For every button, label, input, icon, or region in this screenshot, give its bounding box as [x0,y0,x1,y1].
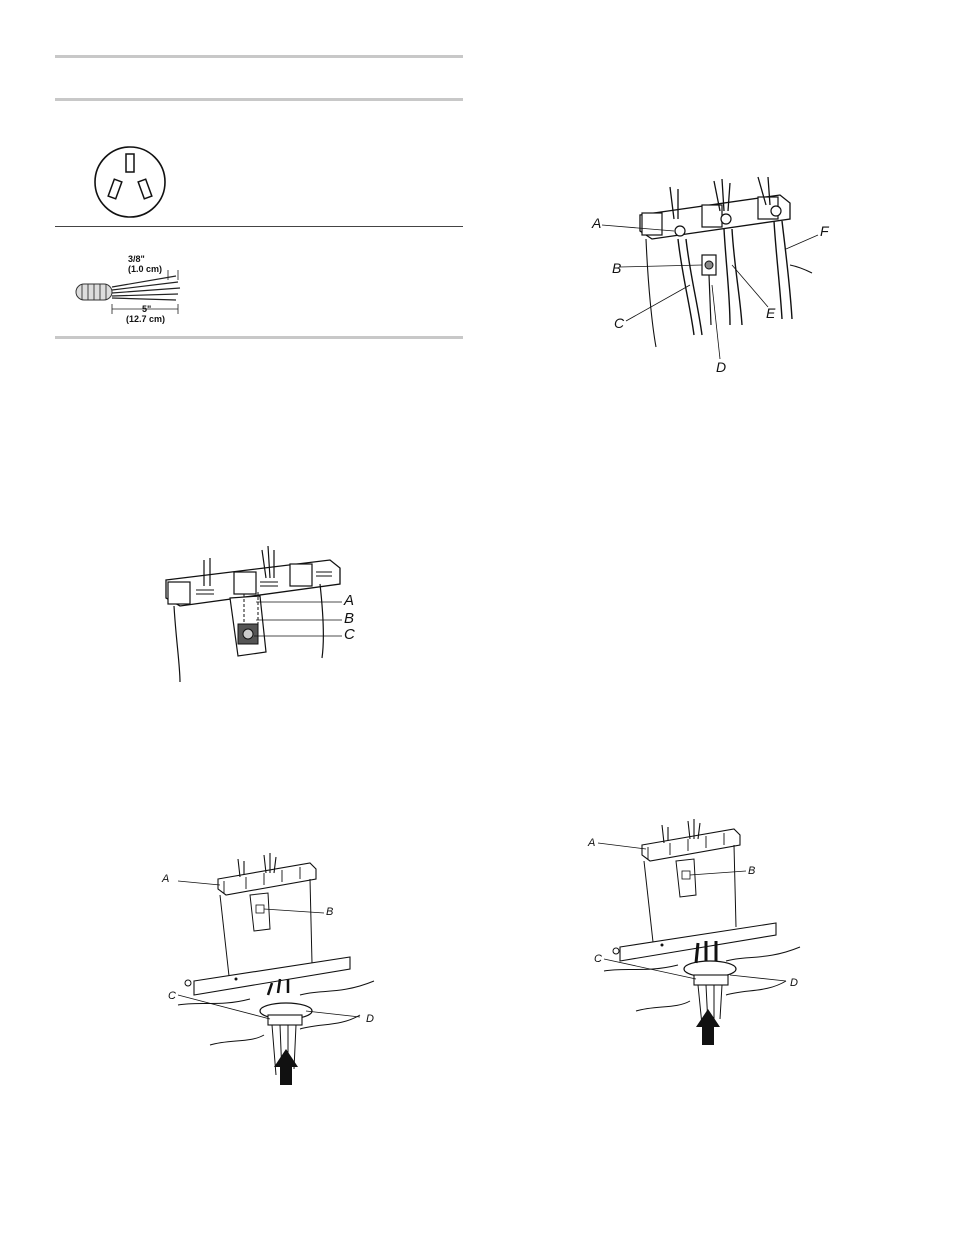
callout-label-d: D [716,359,727,375]
table-rule-middle [55,226,463,227]
callout-label-a: A [344,592,355,609]
outlet-receptacle-illustration [92,144,168,220]
callout-label-c: C [344,626,355,643]
callout-label-e: E [766,305,776,321]
callout-label-b: B [344,610,355,627]
callout-label-f: F [820,223,829,239]
strip-length-short-metric: (1.0 cm) [128,264,163,274]
wire-strip-diagram: 3/8" (1.0 cm) 5" (12.7 cm) [72,250,192,330]
callout-label-b: B [748,865,756,877]
callout-label-c: C [594,953,602,965]
callout-label-c: C [614,315,625,331]
callout-label-b: B [326,906,334,918]
callout-label-a: A [588,837,596,849]
four-wire-connection-diagram: A B C D E F [590,175,850,375]
strain-relief-diagram-left: A B C D [160,845,390,1090]
callout-label-d: D [366,1013,374,1025]
callout-label-d: D [790,977,798,989]
strain-relief-diagram-right: A B C D [586,815,816,1050]
strip-length-long-metric: (12.7 cm) [126,314,166,324]
table-rule-bottom [55,336,463,339]
callout-label-a: A [162,873,170,885]
strip-length-long: 5" [142,304,152,314]
callout-label-c: C [168,990,176,1002]
terminal-block-ground-diagram: A B C [160,540,360,690]
table-rule-header [55,98,463,101]
callout-label-b: B [612,260,622,276]
table-rule-top [55,55,463,58]
callout-label-a: A [592,215,602,231]
strip-length-short: 3/8" [128,254,145,264]
